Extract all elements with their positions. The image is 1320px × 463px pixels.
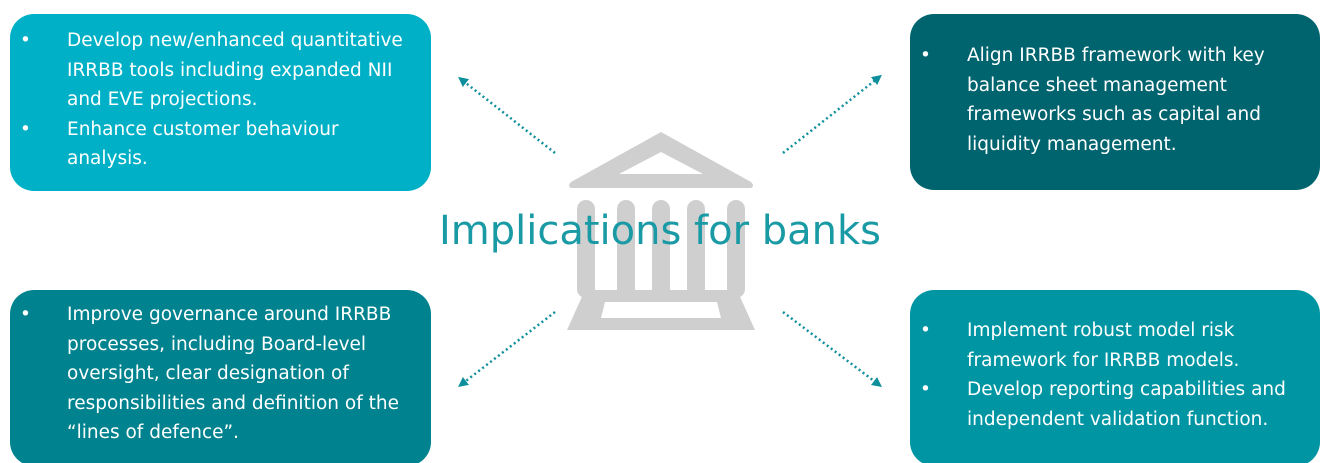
box-top-right: • Align IRRBB framework with key balance … (910, 14, 1320, 190)
list-item-text: Develop new/enhanced quantitative IRRBB … (67, 30, 403, 110)
list-item-text: Improve governance around IRRBB processe… (67, 304, 399, 443)
list-item-text: Enhance customer behaviour analysis. (67, 118, 339, 170)
arrow-top-right (782, 74, 882, 154)
box-top-left-list: • Develop new/enhanced quantitative IRRBB… (20, 26, 423, 174)
box-top-left: • Develop new/enhanced quantitative IRRBB… (10, 14, 431, 191)
bullet-icon: • (920, 320, 931, 341)
list-item-text: Implement robust model risk framework fo… (967, 320, 1240, 371)
box-bottom-left-list: • Improve governance around IRRBB process… (20, 300, 423, 448)
bank-base (567, 290, 755, 330)
bullet-icon: • (20, 30, 31, 51)
list-item: • Improve governance around IRRBB process… (20, 300, 423, 448)
list-item-text: Develop reporting capabilities and indep… (967, 379, 1286, 430)
list-item: • Develop reporting capabilities and inde… (920, 375, 1312, 434)
bank-column (727, 200, 745, 298)
box-bottom-left: • Improve governance around IRRBB process… (10, 290, 431, 463)
list-item-text: Align IRRBB framework with key balance s… (967, 45, 1265, 155)
box-bottom-right-list: • Implement robust model risk framework f… (920, 316, 1312, 434)
arrow-top-left (458, 76, 556, 154)
bank-building-icon (567, 132, 755, 330)
bank-column (687, 200, 705, 298)
list-item: • Enhance customer behaviour analysis. (20, 115, 423, 174)
bank-roof (569, 132, 753, 188)
box-top-right-list: • Align IRRBB framework with key balance … (920, 41, 1312, 159)
bullet-icon: • (920, 45, 931, 66)
list-item: • Align IRRBB framework with key balance … (920, 41, 1312, 159)
bank-column (577, 200, 595, 298)
box-bottom-right: • Implement robust model risk framework f… (910, 290, 1320, 463)
bullet-icon: • (920, 379, 931, 400)
arrow-bottom-right (782, 311, 882, 388)
list-item: • Develop new/enhanced quantitative IRRBB… (20, 26, 423, 115)
diagram-title: Implications for banks (438, 208, 882, 254)
arrow-bottom-left (458, 311, 556, 388)
bullet-icon: • (20, 304, 31, 325)
bullet-icon: • (20, 118, 31, 140)
bank-column (652, 200, 670, 298)
list-item: • Implement robust model risk framework f… (920, 316, 1312, 375)
bank-column (617, 200, 635, 298)
